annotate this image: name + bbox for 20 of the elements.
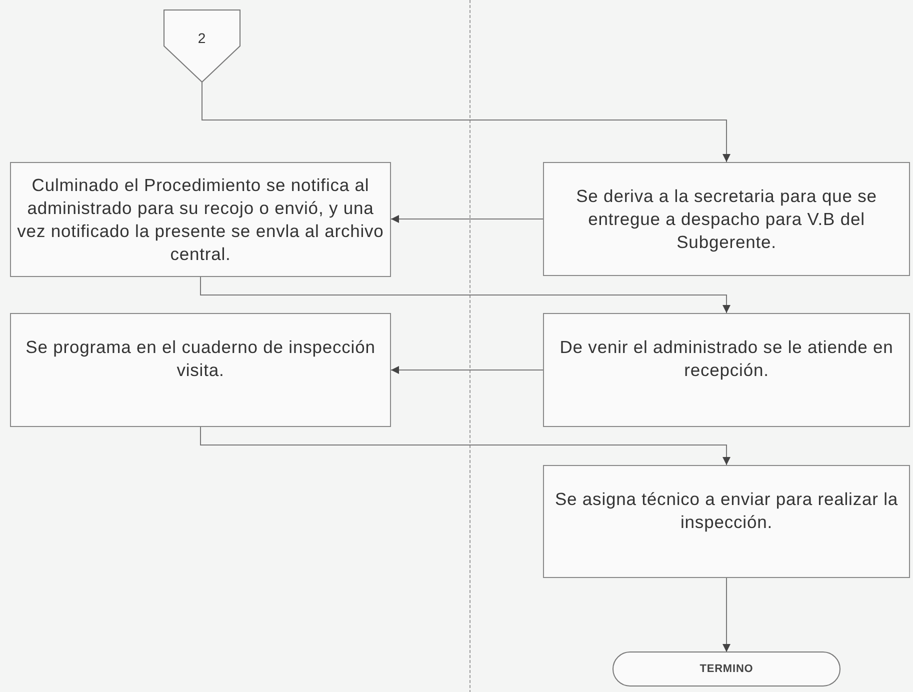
process-box — [543, 313, 910, 427]
process-box — [543, 465, 910, 578]
arrow — [722, 578, 730, 652]
arrow — [200, 426, 730, 466]
step-text: TERMINO — [700, 662, 754, 676]
connector-number: 2 — [198, 28, 206, 48]
process-box — [10, 313, 391, 427]
arrow — [390, 215, 544, 223]
step-text: Culminado el Procedimiento se notifica al administrado para su recojo o envió, y una vez notificado la presente se envla al archivo central. — [16, 174, 385, 266]
process-box — [10, 162, 391, 277]
terminal-shape — [613, 652, 840, 686]
process-box — [543, 162, 910, 276]
off-page-connector — [164, 10, 240, 82]
step-text: Se asigna técnico a enviar para realizar la inspección. — [554, 488, 900, 534]
arrow — [202, 82, 730, 162]
step-text: De venir el administrado se le atiende en recepción. — [558, 336, 894, 382]
step-text: Se programa en el cuaderno de inspección visita. — [24, 336, 376, 382]
step-text: Se deriva a la secretaria para que se entregue a despacho para V.B del Subgerente. — [575, 184, 878, 254]
arrow — [390, 366, 544, 374]
arrow — [200, 276, 730, 314]
